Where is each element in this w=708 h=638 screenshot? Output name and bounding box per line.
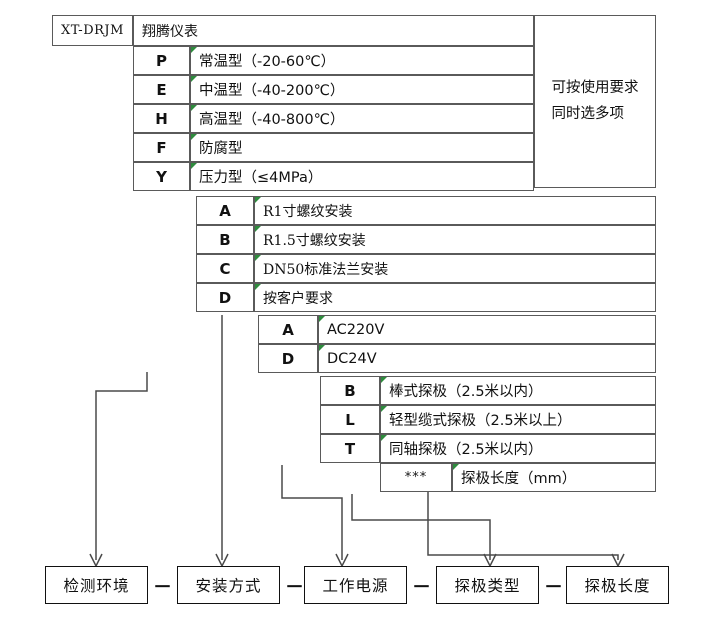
group1-desc-E: 中温型（-40-200℃）	[190, 75, 534, 104]
group3-desc-A: AC220V	[318, 315, 656, 344]
code-text: E	[156, 80, 167, 99]
group1-code-P: P	[133, 46, 190, 75]
group5-code-stars: ***	[380, 463, 452, 492]
code-text: B	[219, 230, 231, 249]
desc-text: 探极长度（mm）	[461, 471, 577, 487]
model-code-text: XT-DRJM	[61, 23, 124, 38]
desc-text: 棒式探极（2.5米以内）	[389, 384, 543, 400]
result-box-probe-type: 探极类型	[436, 566, 539, 604]
result-box-probe-length: 探极长度	[566, 566, 669, 604]
group2-desc-D: 按客户要求	[254, 283, 656, 312]
group2-desc-C: DN50标准法兰安装	[254, 254, 656, 283]
model-code-cell: XT-DRJM	[52, 15, 133, 46]
result-label: 探极类型	[454, 577, 521, 595]
arrowhead-4	[483, 553, 497, 568]
separator-4: －	[543, 575, 563, 598]
result-box-working-power: 工作电源	[304, 566, 407, 604]
arrowhead-5	[611, 553, 625, 568]
code-text: D	[281, 349, 295, 368]
code-text: D	[218, 288, 232, 307]
code-text: H	[155, 109, 168, 128]
desc-text: 按客户要求	[263, 290, 333, 307]
group4-desc-B: 棒式探极（2.5米以内）	[380, 376, 656, 405]
separator-2: －	[284, 575, 304, 598]
brand-cell: 翔腾仪表	[133, 15, 534, 46]
result-label: 检测环境	[63, 577, 130, 595]
group3-desc-D: DC24V	[318, 344, 656, 373]
arrowhead-2	[215, 553, 229, 568]
group3-code-A: A	[258, 315, 318, 344]
group1-desc-Y: 压力型（≤4MPa）	[190, 162, 534, 191]
code-text: P	[156, 51, 167, 70]
group2-code-C: C	[196, 254, 254, 283]
group2-desc-A: R1寸螺纹安装	[254, 196, 656, 225]
code-text: F	[156, 138, 167, 157]
separator-1: －	[152, 575, 172, 598]
group5-desc-length: 探极长度（mm）	[452, 463, 656, 492]
result-box-mounting-method: 安装方式	[177, 566, 280, 604]
group4-desc-T: 同轴探极（2.5米以内）	[380, 434, 656, 463]
desc-text: AC220V	[327, 321, 385, 338]
desc-text: 常温型（-20-60℃）	[199, 54, 336, 70]
group1-desc-H: 高温型（-40-800℃）	[190, 104, 534, 133]
desc-text: R1.5寸螺纹安装	[263, 232, 366, 249]
brand-text: 翔腾仪表	[142, 23, 198, 40]
code-text: T	[344, 439, 356, 458]
code-text: A	[282, 320, 294, 339]
desc-text: 轻型缆式探极（2.5米以上）	[389, 413, 572, 429]
desc-text: 压力型（≤4MPa）	[199, 170, 323, 186]
group1-code-H: H	[133, 104, 190, 133]
separator-3: －	[411, 575, 431, 598]
desc-text: 防腐型	[199, 141, 243, 157]
note-line-2: 同时选多项	[551, 105, 625, 122]
code-text: A	[219, 201, 231, 220]
desc-text: R1寸螺纹安装	[263, 203, 353, 220]
code-text: Y	[156, 167, 167, 186]
code-text: B	[344, 381, 356, 400]
group1-code-F: F	[133, 133, 190, 162]
group2-code-A: A	[196, 196, 254, 225]
note-cell: 可按使用要求 同时选多项	[534, 15, 656, 188]
wire-working-power	[281, 465, 343, 560]
group4-code-T: T	[320, 434, 380, 463]
group1-desc-F: 防腐型	[190, 133, 534, 162]
wire-detect-environment	[95, 372, 148, 560]
result-label: 探极长度	[584, 577, 651, 595]
result-box-detect-environment: 检测环境	[45, 566, 148, 604]
group4-code-L: L	[320, 405, 380, 434]
arrowhead-1	[89, 553, 103, 568]
group4-desc-L: 轻型缆式探极（2.5米以上）	[380, 405, 656, 434]
code-text: ***	[404, 470, 428, 485]
code-text: L	[345, 410, 355, 429]
desc-text: DN50标准法兰安装	[263, 261, 389, 278]
group3-code-D: D	[258, 344, 318, 373]
desc-text: 高温型（-40-800℃）	[199, 112, 345, 128]
group2-desc-B: R1.5寸螺纹安装	[254, 225, 656, 254]
wire-probe-length	[427, 492, 619, 560]
result-label: 安装方式	[195, 577, 262, 595]
group1-code-Y: Y	[133, 162, 190, 191]
desc-text: DC24V	[327, 350, 377, 367]
note-line-1: 可按使用要求	[551, 80, 639, 97]
group2-code-B: B	[196, 225, 254, 254]
result-label: 工作电源	[322, 577, 389, 595]
desc-text: 中温型（-40-200℃）	[199, 83, 345, 99]
code-text: C	[219, 259, 231, 278]
group1-desc-P: 常温型（-20-60℃）	[190, 46, 534, 75]
desc-text: 同轴探极（2.5米以内）	[389, 442, 543, 458]
note-text-block: 可按使用要求 同时选多项	[552, 76, 639, 127]
wire-probe-type	[351, 494, 491, 560]
arrowhead-3	[335, 553, 349, 568]
group1-code-E: E	[133, 75, 190, 104]
group4-code-B: B	[320, 376, 380, 405]
group2-code-D: D	[196, 283, 254, 312]
